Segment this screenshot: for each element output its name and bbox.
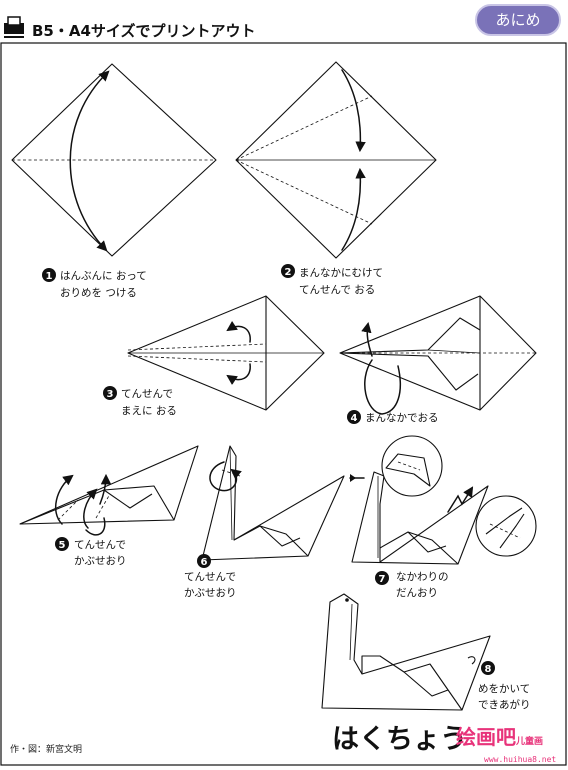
step-8-caption: 8 めをかいて できあがり (478, 661, 531, 711)
diagram-frame (0, 42, 567, 766)
svg-text:3: 3 (107, 389, 114, 400)
svg-text:2: 2 (285, 267, 292, 278)
step-2-diagram (235, 61, 437, 259)
svg-text:はんぶんに おって: はんぶんに おって (60, 270, 147, 282)
printer-icon (4, 16, 24, 38)
svg-text:なかわりの: なかわりの (396, 571, 449, 583)
step-3-diagram (127, 295, 325, 411)
step-7-diagram (349, 435, 537, 565)
svg-text:6: 6 (201, 557, 208, 568)
svg-text:まんなかでおる: まんなかでおる (365, 412, 439, 424)
svg-text:www.huihua8.net: www.huihua8.net (484, 755, 556, 764)
svg-text:儿童画: 儿童画 (515, 735, 543, 747)
step-1-caption: 1 はんぶんに おって おりめを つける (42, 268, 147, 299)
svg-text:4: 4 (351, 413, 358, 424)
svg-text:てんせんで おる: てんせんで おる (299, 284, 375, 296)
svg-text:7: 7 (379, 574, 386, 585)
svg-text:おりめを つける: おりめを つける (60, 287, 137, 299)
step-2-caption: 2 まんなかにむけて てんせんで おる (281, 264, 383, 296)
svg-text:てんせんで: てんせんで (184, 571, 236, 583)
watermark-logo: 绘画吧 儿童画 www.huihua8.net (456, 725, 556, 764)
svg-text:1: 1 (46, 271, 53, 282)
step-5-caption: 5 てんせんで かぶせおり (55, 537, 127, 567)
step-1-diagram (11, 63, 217, 257)
svg-text:だんおり: だんおり (396, 587, 438, 599)
svg-text:まえに おる: まえに おる (121, 405, 177, 417)
step-4-caption: 4 まんなかでおる (347, 410, 439, 424)
step-6-caption: 6 てんせんで かぶせおり (184, 554, 237, 599)
svg-text:てんせんで: てんせんで (74, 539, 126, 551)
svg-text:5: 5 (59, 540, 66, 551)
step-6-diagram (201, 445, 345, 561)
svg-text:绘画吧: 绘画吧 (456, 725, 516, 749)
svg-text:まんなかにむけて: まんなかにむけて (299, 267, 383, 279)
svg-text:できあがり: できあがり (478, 698, 531, 711)
step-3-caption: 3 てんせんで まえに おる (103, 386, 177, 417)
author-credit: 作・図：新宮文明 (10, 743, 82, 755)
svg-text:8: 8 (485, 664, 492, 675)
svg-text:かぶせおり: かぶせおり (74, 555, 127, 567)
swan-finished-diagram (321, 593, 491, 711)
anime-button[interactable]: あにめ (475, 4, 561, 36)
svg-text:めをかいて: めをかいて (478, 683, 530, 695)
work-title: はくちょう (332, 724, 467, 755)
step-7-caption: 7 なかわりの だんおり (375, 571, 449, 599)
svg-text:てんせんで: てんせんで (121, 388, 173, 400)
step-5-diagram (19, 445, 199, 536)
anime-button-label: あにめ (495, 11, 540, 29)
svg-text:かぶせおり: かぶせおり (184, 587, 237, 599)
print-instruction: B5・A4サイズでプリントアウト (32, 22, 255, 40)
step-4-diagram (339, 295, 537, 415)
